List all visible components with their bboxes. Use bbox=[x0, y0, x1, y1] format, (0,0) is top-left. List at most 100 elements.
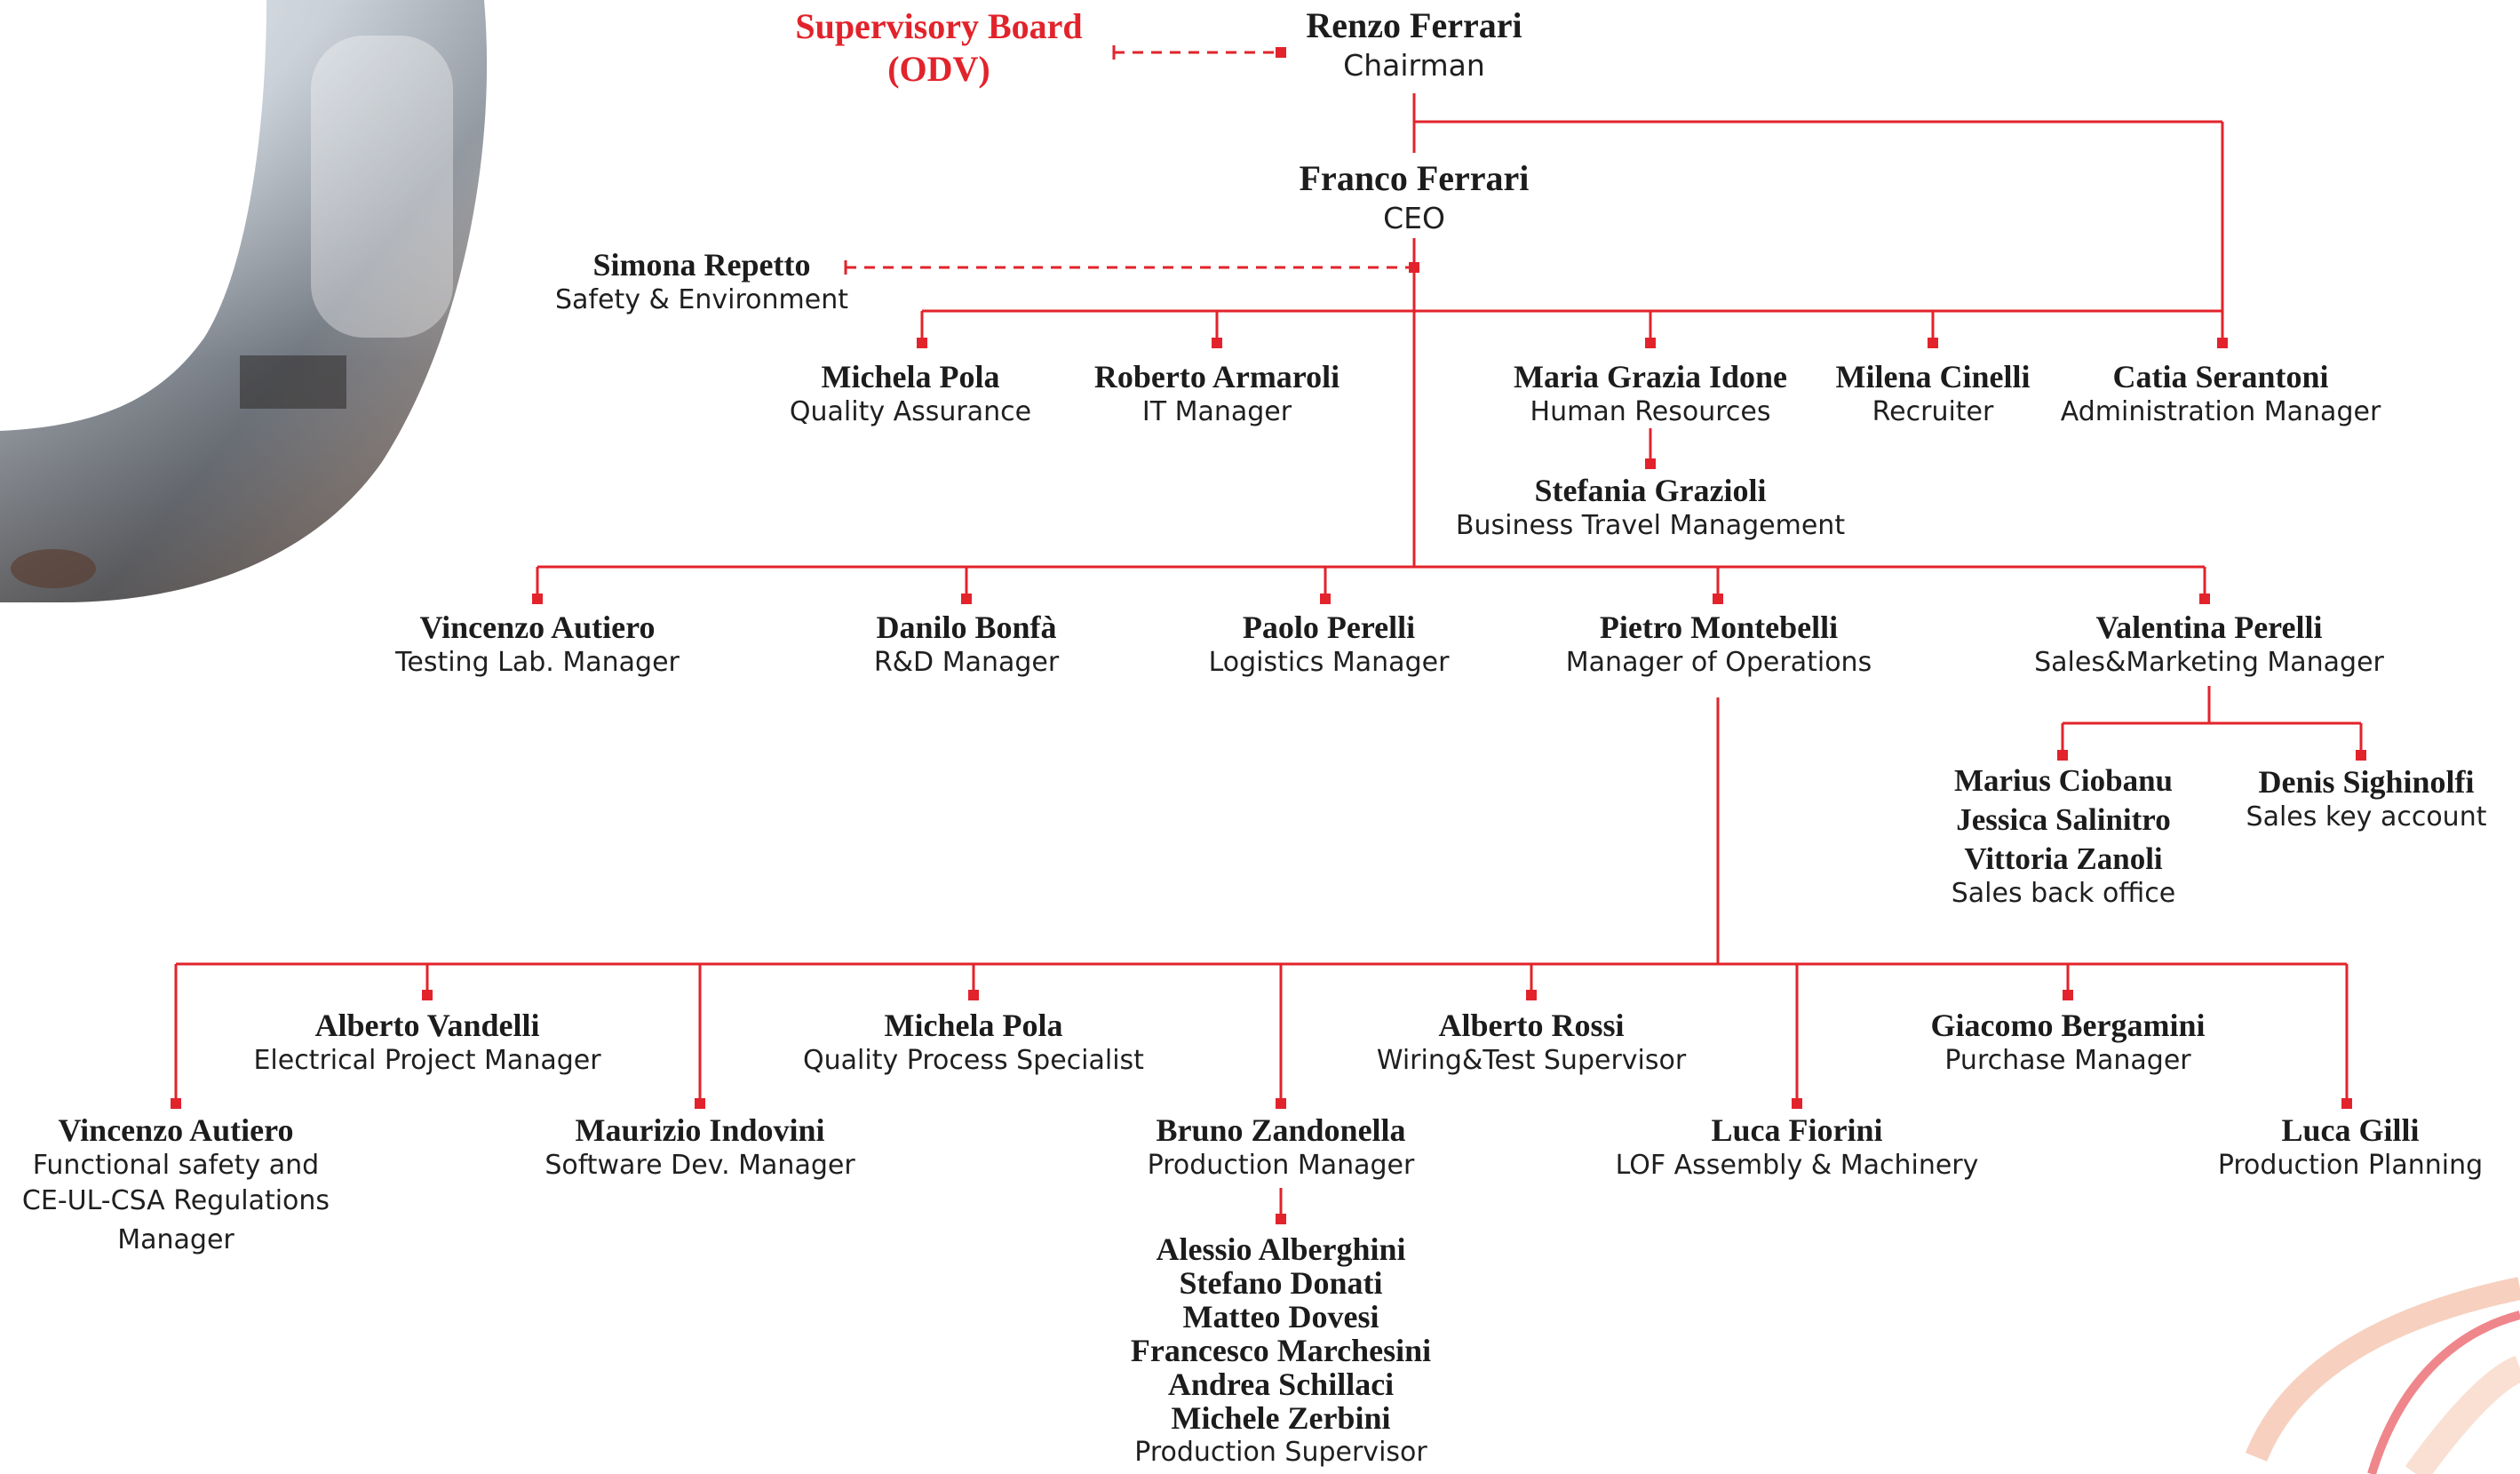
ops-role: Electrical Project Manager bbox=[253, 1045, 601, 1076]
staff-role: Human Resources bbox=[1530, 396, 1771, 427]
safety-name: Simona Repetto bbox=[592, 247, 811, 283]
manager-role: Sales&Marketing Manager bbox=[2034, 647, 2384, 678]
manager-testing-lab: Vincenzo Autiero Testing Lab. Manager bbox=[395, 610, 680, 681]
ops-role-line: CE-UL-CSA Regulations bbox=[21, 1185, 330, 1216]
sales-back-office-box: Marius Ciobanu Jessica Salinitro Vittori… bbox=[1952, 764, 2176, 912]
ops-role: Production Planning bbox=[2217, 1150, 2484, 1181]
manager-sales-marketing: Valentina Perelli Sales&Marketing Manage… bbox=[2034, 610, 2384, 681]
supervisor-role: Production Supervisor bbox=[1134, 1437, 1427, 1468]
connector-endpoint bbox=[1409, 262, 1419, 273]
ops-production-planning: Luca Gilli Production Planning bbox=[2218, 1112, 2483, 1183]
staff-role: Recruiter bbox=[1872, 396, 1994, 427]
manager-name: Pietro Montebelli bbox=[1599, 610, 1839, 645]
connector-endpoint bbox=[2199, 594, 2210, 604]
decorative-swirl bbox=[2245, 1277, 2520, 1474]
ops-role: Production Manager bbox=[1147, 1150, 1415, 1181]
connector-endpoint bbox=[1792, 1098, 1802, 1109]
safety-role: Safety & Environment bbox=[555, 284, 848, 315]
manager-role: Testing Lab. Manager bbox=[395, 647, 680, 678]
ops-lof-assembly: Luca Fiorini LOF Assembly & Machinery bbox=[1616, 1112, 1979, 1183]
manager-name: Vincenzo Autiero bbox=[419, 610, 656, 645]
ops-wiring-test: Alberto Rossi Wiring&Test Supervisor bbox=[1377, 1008, 1686, 1079]
ops-purchase: Giacomo Bergamini Purchase Manager bbox=[1931, 1008, 2206, 1079]
supervisory-board-title: Supervisory Board bbox=[795, 6, 1083, 46]
connector-endpoint bbox=[968, 990, 979, 1000]
manager-name: Danilo Bonfà bbox=[876, 610, 1057, 645]
sales-key-name: Denis Sighinolfi bbox=[2258, 764, 2475, 800]
ceo-name: Franco Ferrari bbox=[1299, 158, 1530, 198]
connector-endpoint bbox=[1320, 594, 1331, 604]
hr-sub-role: Business Travel Management bbox=[1455, 510, 1846, 541]
ops-role: Software Dev. Manager bbox=[545, 1150, 855, 1181]
connector-endpoint bbox=[1276, 1098, 1286, 1109]
ops-name: Luca Gilli bbox=[2281, 1112, 2420, 1148]
ops-name: Michela Pola bbox=[884, 1008, 1063, 1043]
connector-endpoint bbox=[1526, 990, 1537, 1000]
staff-name: Catia Serantoni bbox=[2112, 359, 2329, 394]
manager-name: Paolo Perelli bbox=[1242, 610, 1416, 645]
ops-role-line: Manager bbox=[117, 1224, 235, 1255]
ops-functional-safety: Vincenzo Autiero Functional safety and C… bbox=[22, 1112, 330, 1258]
ops-role: Quality Process Specialist bbox=[803, 1045, 1144, 1076]
ops-name: Luca Fiorini bbox=[1711, 1112, 1883, 1148]
staff-name: Roberto Armaroli bbox=[1093, 359, 1340, 394]
supervisor-name: Matteo Dovesi bbox=[1182, 1299, 1379, 1335]
staff-role: Quality Assurance bbox=[789, 396, 1032, 427]
ceo-box: Franco Ferrari CEO bbox=[1300, 158, 1530, 238]
manager-role: Manager of Operations bbox=[1565, 647, 1872, 678]
connector-endpoint bbox=[532, 594, 543, 604]
decorative-photo-shape bbox=[0, 0, 488, 603]
ops-name: Bruno Zandonella bbox=[1156, 1112, 1406, 1148]
sales-back-office-name: Marius Ciobanu bbox=[1953, 763, 2174, 798]
staff-human-resources: Maria Grazia Idone Human Resources bbox=[1514, 359, 1787, 430]
ceo-role: CEO bbox=[1383, 201, 1445, 235]
connector-endpoint bbox=[695, 1098, 705, 1109]
manager-rnd: Danilo Bonfà R&D Manager bbox=[874, 610, 1059, 681]
connector-endpoint bbox=[1645, 458, 1656, 469]
manager-role: R&D Manager bbox=[873, 647, 1060, 678]
manager-logistics: Paolo Perelli Logistics Manager bbox=[1209, 610, 1450, 681]
staff-name: Milena Cinelli bbox=[1835, 359, 2031, 394]
ops-electrical-project: Alberto Vandelli Electrical Project Mana… bbox=[253, 1008, 600, 1079]
sales-back-office-name: Vittoria Zanoli bbox=[1964, 841, 2163, 876]
ops-name: Alberto Rossi bbox=[1438, 1008, 1625, 1043]
ops-role: Wiring&Test Supervisor bbox=[1376, 1045, 1687, 1076]
ops-name: Giacomo Bergamini bbox=[1930, 1008, 2206, 1043]
supervisor-name: Michele Zerbini bbox=[1171, 1400, 1391, 1436]
staff-administration-manager: Catia Serantoni Administration Manager bbox=[2061, 359, 2381, 430]
sales-key-account-box: Denis Sighinolfi Sales key account bbox=[2246, 764, 2487, 835]
sales-back-office-name: Jessica Salinitro bbox=[1956, 802, 2171, 837]
staff-role: Administration Manager bbox=[2060, 396, 2381, 427]
ops-production-manager: Bruno Zandonella Production Manager bbox=[1148, 1112, 1415, 1183]
connector-endpoint bbox=[2341, 1098, 2352, 1109]
connector-endpoint bbox=[422, 990, 433, 1000]
supervisor-name: Andrea Schillaci bbox=[1167, 1366, 1395, 1402]
connector-endpoint bbox=[1645, 338, 1656, 348]
ops-role: Purchase Manager bbox=[1944, 1045, 2191, 1076]
connector-endpoint bbox=[1713, 594, 1723, 604]
ops-software-dev: Maurizio Indovini Software Dev. Manager bbox=[545, 1112, 855, 1183]
manager-name: Valentina Perelli bbox=[2095, 610, 2323, 645]
ops-role-line: Functional safety and bbox=[32, 1150, 320, 1181]
supervisory-board-abbrev: (ODV) bbox=[887, 49, 990, 89]
connector-endpoint bbox=[2217, 338, 2228, 348]
supervisor-name: Alessio Alberghini bbox=[1156, 1231, 1406, 1267]
connector-endpoint bbox=[2057, 750, 2068, 761]
supervisory-board-box: Supervisory Board (ODV) bbox=[795, 5, 1082, 91]
production-supervisors-box: Alessio Alberghini Stefano Donati Matteo… bbox=[1131, 1232, 1431, 1470]
staff-recruiter: Milena Cinelli Recruiter bbox=[1836, 359, 2031, 430]
hr-sub-name: Stefania Grazioli bbox=[1534, 473, 1767, 508]
connector-endpoint bbox=[2356, 750, 2366, 761]
supervisor-name: Francesco Marchesini bbox=[1130, 1333, 1432, 1368]
staff-it-manager: Roberto Armaroli IT Manager bbox=[1094, 359, 1339, 430]
chairman-name: Renzo Ferrari bbox=[1306, 5, 1522, 45]
safety-box: Simona Repetto Safety & Environment bbox=[555, 247, 848, 318]
ops-name: Vincenzo Autiero bbox=[58, 1112, 294, 1148]
sales-key-role: Sales key account bbox=[2246, 801, 2487, 833]
connector-endpoint bbox=[2063, 990, 2073, 1000]
ops-role: LOF Assembly & Machinery bbox=[1615, 1150, 1979, 1181]
chairman-box: Renzo Ferrari Chairman bbox=[1306, 5, 1522, 85]
ops-name: Maurizio Indovini bbox=[575, 1112, 825, 1148]
connector-endpoint bbox=[1276, 47, 1286, 58]
connector-endpoint bbox=[1212, 338, 1222, 348]
